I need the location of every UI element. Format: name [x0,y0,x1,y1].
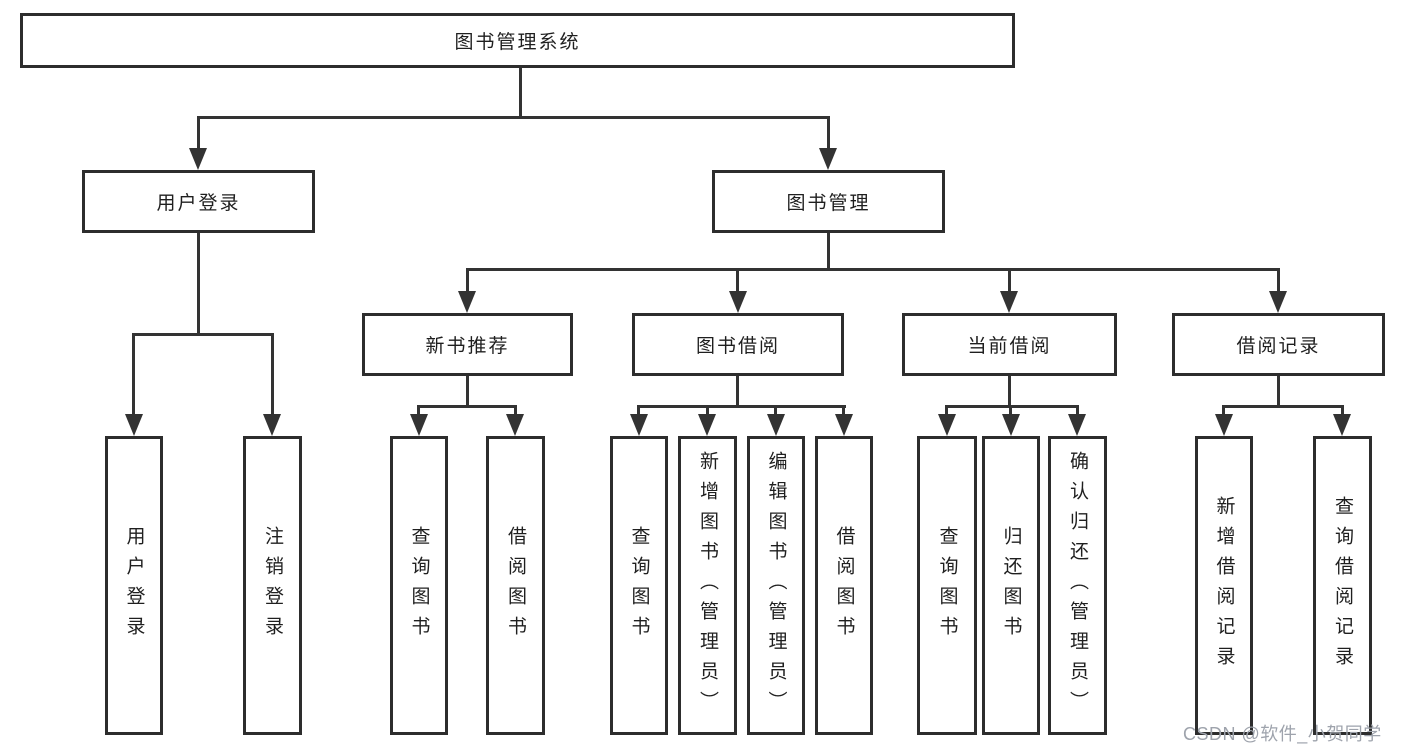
arrowhead-down-icon [1215,414,1233,436]
connector-hline [132,333,274,336]
connector-hline [945,405,1079,408]
arrowhead-down-icon [410,414,428,436]
connector-vline [1277,268,1280,294]
leaf-add-books-admin: 新增图书（管理员） [678,436,737,735]
arrowhead-down-icon [767,414,785,436]
leaf-query-borrow-record: 查询借阅记录 [1313,436,1372,735]
connector-hline [1222,405,1344,408]
connector-vline [827,116,830,152]
arrowhead-down-icon [189,148,207,170]
leaf-borrow-books-borrowing: 借阅图书 [815,436,873,735]
leaf-label: 查询图书 [628,525,650,646]
connector-hline [466,268,1279,271]
leaf-label: 借阅图书 [833,525,855,646]
leaf-label: 新增图书（管理员） [697,450,718,721]
node-current-borrowing: 当前借阅 [902,313,1117,376]
connector-vline [736,376,739,408]
connector-vline [417,405,420,417]
leaf-edit-books-admin: 编辑图书（管理员） [747,436,805,735]
connector-vline [466,268,469,294]
leaf-label: 确认归还（管理员） [1067,450,1088,721]
connector-hline [637,405,846,408]
arrowhead-down-icon [1002,414,1020,436]
node-library-management-system: 图书管理系统 [20,13,1015,68]
node-label: 图书管理 [786,193,871,214]
connector-vline [1009,405,1012,417]
connector-vline [637,405,640,417]
node-book-borrowing: 图书借阅 [632,313,844,376]
node-label: 当前借阅 [967,336,1052,357]
leaf-add-borrow-record: 新增借阅记录 [1195,436,1253,735]
connector-vline [197,116,200,152]
leaf-label: 用户登录 [123,525,145,646]
node-book-management: 图书管理 [712,170,945,233]
connector-hline [197,116,830,119]
arrowhead-down-icon [819,148,837,170]
connector-vline [1008,268,1011,294]
leaf-label: 归还图书 [1000,525,1022,646]
leaf-logout-login: 注销登录 [243,436,302,735]
connector-vline [1341,405,1344,417]
connector-vline [514,405,517,417]
node-label: 新书推荐 [425,336,510,357]
node-label: 用户登录 [156,193,241,214]
connector-vline [736,268,739,294]
watermark: CSDN @软件_小贺同学 [1183,724,1382,744]
leaf-query-books-newbook: 查询图书 [390,436,448,735]
arrowhead-down-icon [1333,414,1351,436]
leaf-label: 查询借阅记录 [1332,495,1353,676]
leaf-label: 编辑图书（管理员） [765,450,787,721]
leaf-confirm-return-admin: 确认归还（管理员） [1048,436,1107,735]
connector-vline [1277,376,1280,408]
connector-vline [774,405,777,417]
arrowhead-down-icon [458,291,476,313]
arrowhead-down-icon [506,414,524,436]
connector-vline [1008,376,1011,408]
arrowhead-down-icon [630,414,648,436]
connector-vline [271,333,274,418]
arrowhead-down-icon [1000,291,1018,313]
arrowhead-down-icon [938,414,956,436]
connector-vline [842,405,845,417]
connector-vline [132,333,135,418]
arrowhead-down-icon [1269,291,1287,313]
node-borrowing-records: 借阅记录 [1172,313,1385,376]
arrowhead-down-icon [263,414,281,436]
leaf-query-books-current: 查询图书 [917,436,977,735]
leaf-label: 查询图书 [408,525,430,646]
connector-vline [1076,405,1079,417]
connector-vline [706,405,709,417]
arrowhead-down-icon [698,414,716,436]
node-label: 图书管理系统 [454,32,581,53]
node-label: 图书借阅 [695,336,780,357]
connector-vline [197,233,200,335]
leaf-query-books-borrowing: 查询图书 [610,436,668,735]
arrowhead-down-icon [125,414,143,436]
connector-hline [417,405,517,408]
leaf-user-login: 用户登录 [105,436,163,735]
connector-vline [945,405,948,417]
connector-vline [1222,405,1225,417]
arrowhead-down-icon [835,414,853,436]
node-label: 借阅记录 [1236,336,1321,357]
arrowhead-down-icon [1068,414,1086,436]
node-user-login: 用户登录 [82,170,315,233]
leaf-label: 借阅图书 [505,525,526,646]
leaf-label: 新增借阅记录 [1213,495,1235,676]
leaf-return-books: 归还图书 [982,436,1040,735]
connector-vline [827,233,830,270]
leaf-label: 查询图书 [936,525,958,646]
leaf-label: 注销登录 [262,525,283,646]
connector-vline [519,68,522,118]
leaf-borrow-books-newbook: 借阅图书 [486,436,545,735]
connector-vline [466,376,469,408]
node-new-book-recommendation: 新书推荐 [362,313,573,376]
arrowhead-down-icon [729,291,747,313]
